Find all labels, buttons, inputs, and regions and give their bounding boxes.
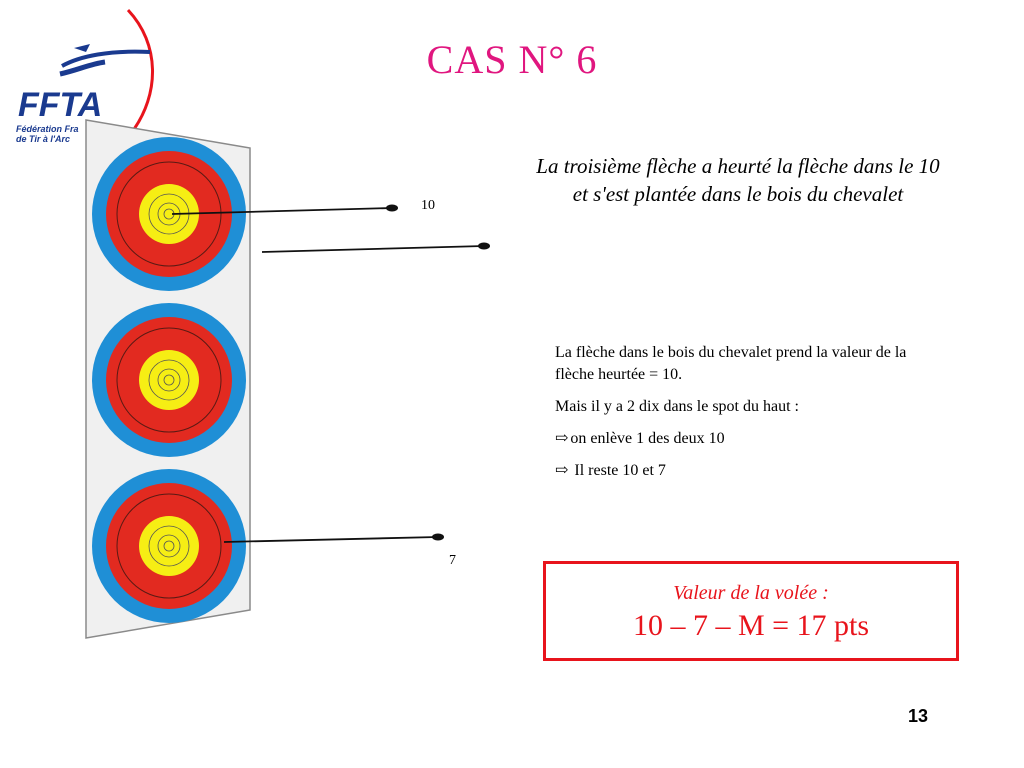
page-number: 13: [908, 706, 929, 726]
ffta-subtitle-line2: de Tir à l'Arc: [16, 134, 70, 144]
explanation-line-2: Mais il y a 2 dix dans le spot du haut :: [555, 398, 799, 415]
arrow-right-outline-icon: ⇨: [555, 462, 569, 479]
ffta-wordmark: FFTA: [18, 86, 102, 124]
target-face-top: [92, 137, 246, 291]
slide-title: CAS N° 6: [426, 37, 598, 82]
target-face-middle: [92, 303, 246, 457]
explanation-bullet-1-text: on enlève 1 des deux 10: [570, 430, 725, 447]
score-label-bottom: 7: [449, 553, 456, 568]
arrow-right-outline-icon: ⇨: [555, 430, 569, 447]
explanation-block: La flèche dans le bois du chevalet prend…: [555, 342, 935, 492]
arrow-swoosh-icon: [61, 49, 151, 68]
ffta-logo: FFTA: [18, 8, 154, 133]
result-label: Valeur de la volée :: [673, 582, 829, 604]
explanation-line-1: La flèche dans le bois du chevalet prend…: [555, 344, 907, 383]
bow-arc-icon: [126, 8, 154, 133]
case-description: La troisième flèche a heurté la flèche d…: [536, 154, 940, 206]
target-face-bottom: [92, 469, 246, 623]
explanation-bullet-2: ⇨ Il reste 10 et 7: [555, 460, 935, 482]
ffta-subtitle-line1: Fédération Fra: [16, 124, 79, 134]
arrow-top-ten: [171, 204, 398, 215]
explanation-bullet-1: ⇨on enlève 1 des deux 10: [555, 428, 935, 450]
arrow-bottom-seven: [223, 533, 444, 543]
score-label-top: 10: [421, 198, 435, 213]
result-box: Valeur de la volée : 10 – 7 – M = 17 pts: [543, 561, 959, 661]
ffta-subtitle: Fédération Fra de Tir à l'Arc: [16, 124, 79, 144]
explanation-bullet-2-text: Il reste 10 et 7: [570, 462, 666, 479]
result-value: 10 – 7 – M = 17 pts: [632, 609, 870, 642]
arrow-in-wood: [261, 242, 490, 253]
